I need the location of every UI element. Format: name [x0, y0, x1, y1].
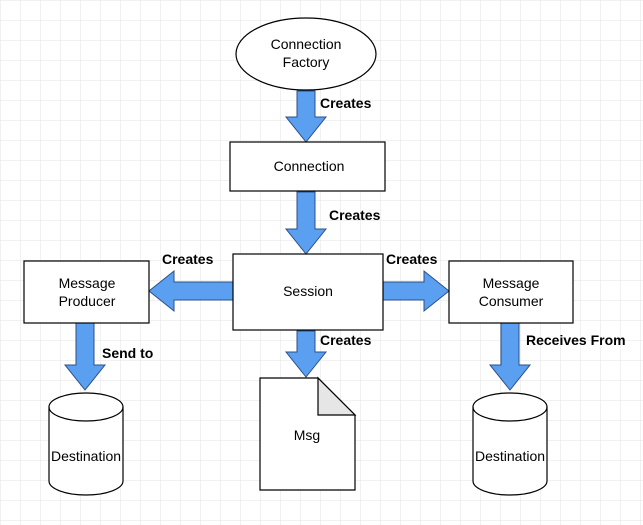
- arrow-producer-to-destination: [63, 322, 107, 391]
- msg-document-node: Msg: [259, 376, 357, 491]
- msg-label: Msg: [294, 427, 320, 443]
- message-producer-label-line2: Producer: [59, 293, 116, 309]
- edge-label-session-to-msg: Creates: [320, 332, 372, 348]
- arrow-consumer-to-destination: [488, 322, 532, 391]
- connection-factory-node: Connection Factory: [235, 17, 377, 91]
- arrow-connection-to-session: [284, 191, 328, 255]
- arrow-session-to-msg: [284, 330, 328, 378]
- message-producer-node: Message Producer: [23, 260, 150, 324]
- connection-node: Connection: [229, 141, 386, 192]
- connection-label: Connection: [274, 158, 345, 174]
- message-producer-label-line1: Message: [59, 275, 116, 291]
- session-label: Session: [283, 283, 333, 299]
- edge-label-session-to-consumer: Creates: [386, 251, 438, 267]
- message-consumer-label-line2: Consumer: [479, 293, 544, 309]
- destination-left-node: Destination: [48, 392, 124, 496]
- edge-label-session-to-producer: Creates: [162, 251, 214, 267]
- arrow-session-to-consumer: [382, 269, 450, 313]
- message-consumer-label-line1: Message: [483, 275, 540, 291]
- arrow-session-to-producer: [148, 269, 234, 313]
- message-consumer-node: Message Consumer: [448, 260, 574, 324]
- arrow-factory-to-connection: [284, 90, 328, 143]
- connection-factory-label-line1: Connection: [271, 36, 342, 52]
- edge-label-factory-to-connection: Creates: [320, 95, 372, 111]
- edge-label-connection-to-session: Creates: [329, 207, 381, 223]
- destination-left-label: Destination: [51, 448, 121, 464]
- connection-factory-label-line2: Factory: [283, 54, 330, 70]
- edge-label-receives-from: Receives From: [526, 332, 626, 348]
- destination-right-label: Destination: [475, 448, 545, 464]
- edge-label-send-to: Send to: [102, 345, 153, 361]
- destination-right-node: Destination: [472, 392, 548, 496]
- session-node: Session: [232, 253, 384, 331]
